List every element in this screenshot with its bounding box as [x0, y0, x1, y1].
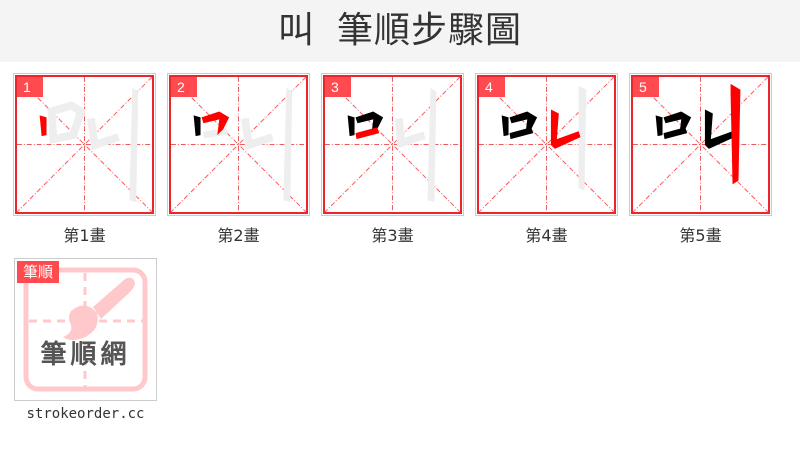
step-caption-1: 第1畫 — [63, 226, 106, 245]
stroke-step-card-4: 4 — [475, 73, 618, 216]
logo-name: 筆順網 — [40, 340, 131, 370]
grid-frame — [477, 75, 616, 214]
step-number-badge: 2 — [171, 77, 197, 97]
stroke-step-card-5: 5 — [629, 73, 772, 216]
title-character: 叫 — [277, 10, 315, 51]
grid-frame — [169, 75, 308, 214]
guide-grid — [632, 76, 769, 213]
stroke-step-card-2: 2 — [167, 73, 310, 216]
site-url[interactable]: strokeorder.cc — [26, 406, 145, 422]
page-title: 叫筆順步驟圖 — [0, 0, 800, 62]
character-strokes — [39, 87, 139, 203]
stroke-step-card-3: 3 — [321, 73, 464, 216]
step-caption-4: 第4畫 — [525, 226, 568, 245]
character-strokes — [193, 87, 293, 203]
character-strokes — [347, 87, 437, 203]
grid-frame — [631, 75, 770, 214]
page-header: 叫筆順步驟圖 — [0, 0, 800, 62]
step-number-badge: 4 — [479, 77, 505, 97]
step-number-badge: 5 — [633, 77, 659, 97]
brush-logo-icon — [23, 267, 148, 392]
step-number-badge: 3 — [325, 77, 351, 97]
site-logo[interactable]: 筆順 筆順網 — [14, 258, 157, 401]
logo-badge: 筆順 — [17, 261, 60, 283]
step-caption-3: 第3畫 — [371, 226, 414, 245]
stroke-step-card-1: 1 — [13, 73, 156, 216]
guide-grid — [170, 76, 307, 213]
step-number-badge: 1 — [17, 77, 43, 97]
title-text: 筆順步驟圖 — [337, 10, 523, 51]
step-caption-2: 第2畫 — [217, 226, 260, 245]
step-caption-5: 第5畫 — [679, 226, 722, 245]
character-strokes — [501, 85, 587, 191]
guide-grid — [16, 76, 153, 213]
guide-grid — [324, 76, 461, 213]
grid-frame — [323, 75, 462, 214]
grid-frame — [15, 75, 154, 214]
character-strokes — [655, 83, 741, 185]
guide-grid — [478, 76, 615, 213]
